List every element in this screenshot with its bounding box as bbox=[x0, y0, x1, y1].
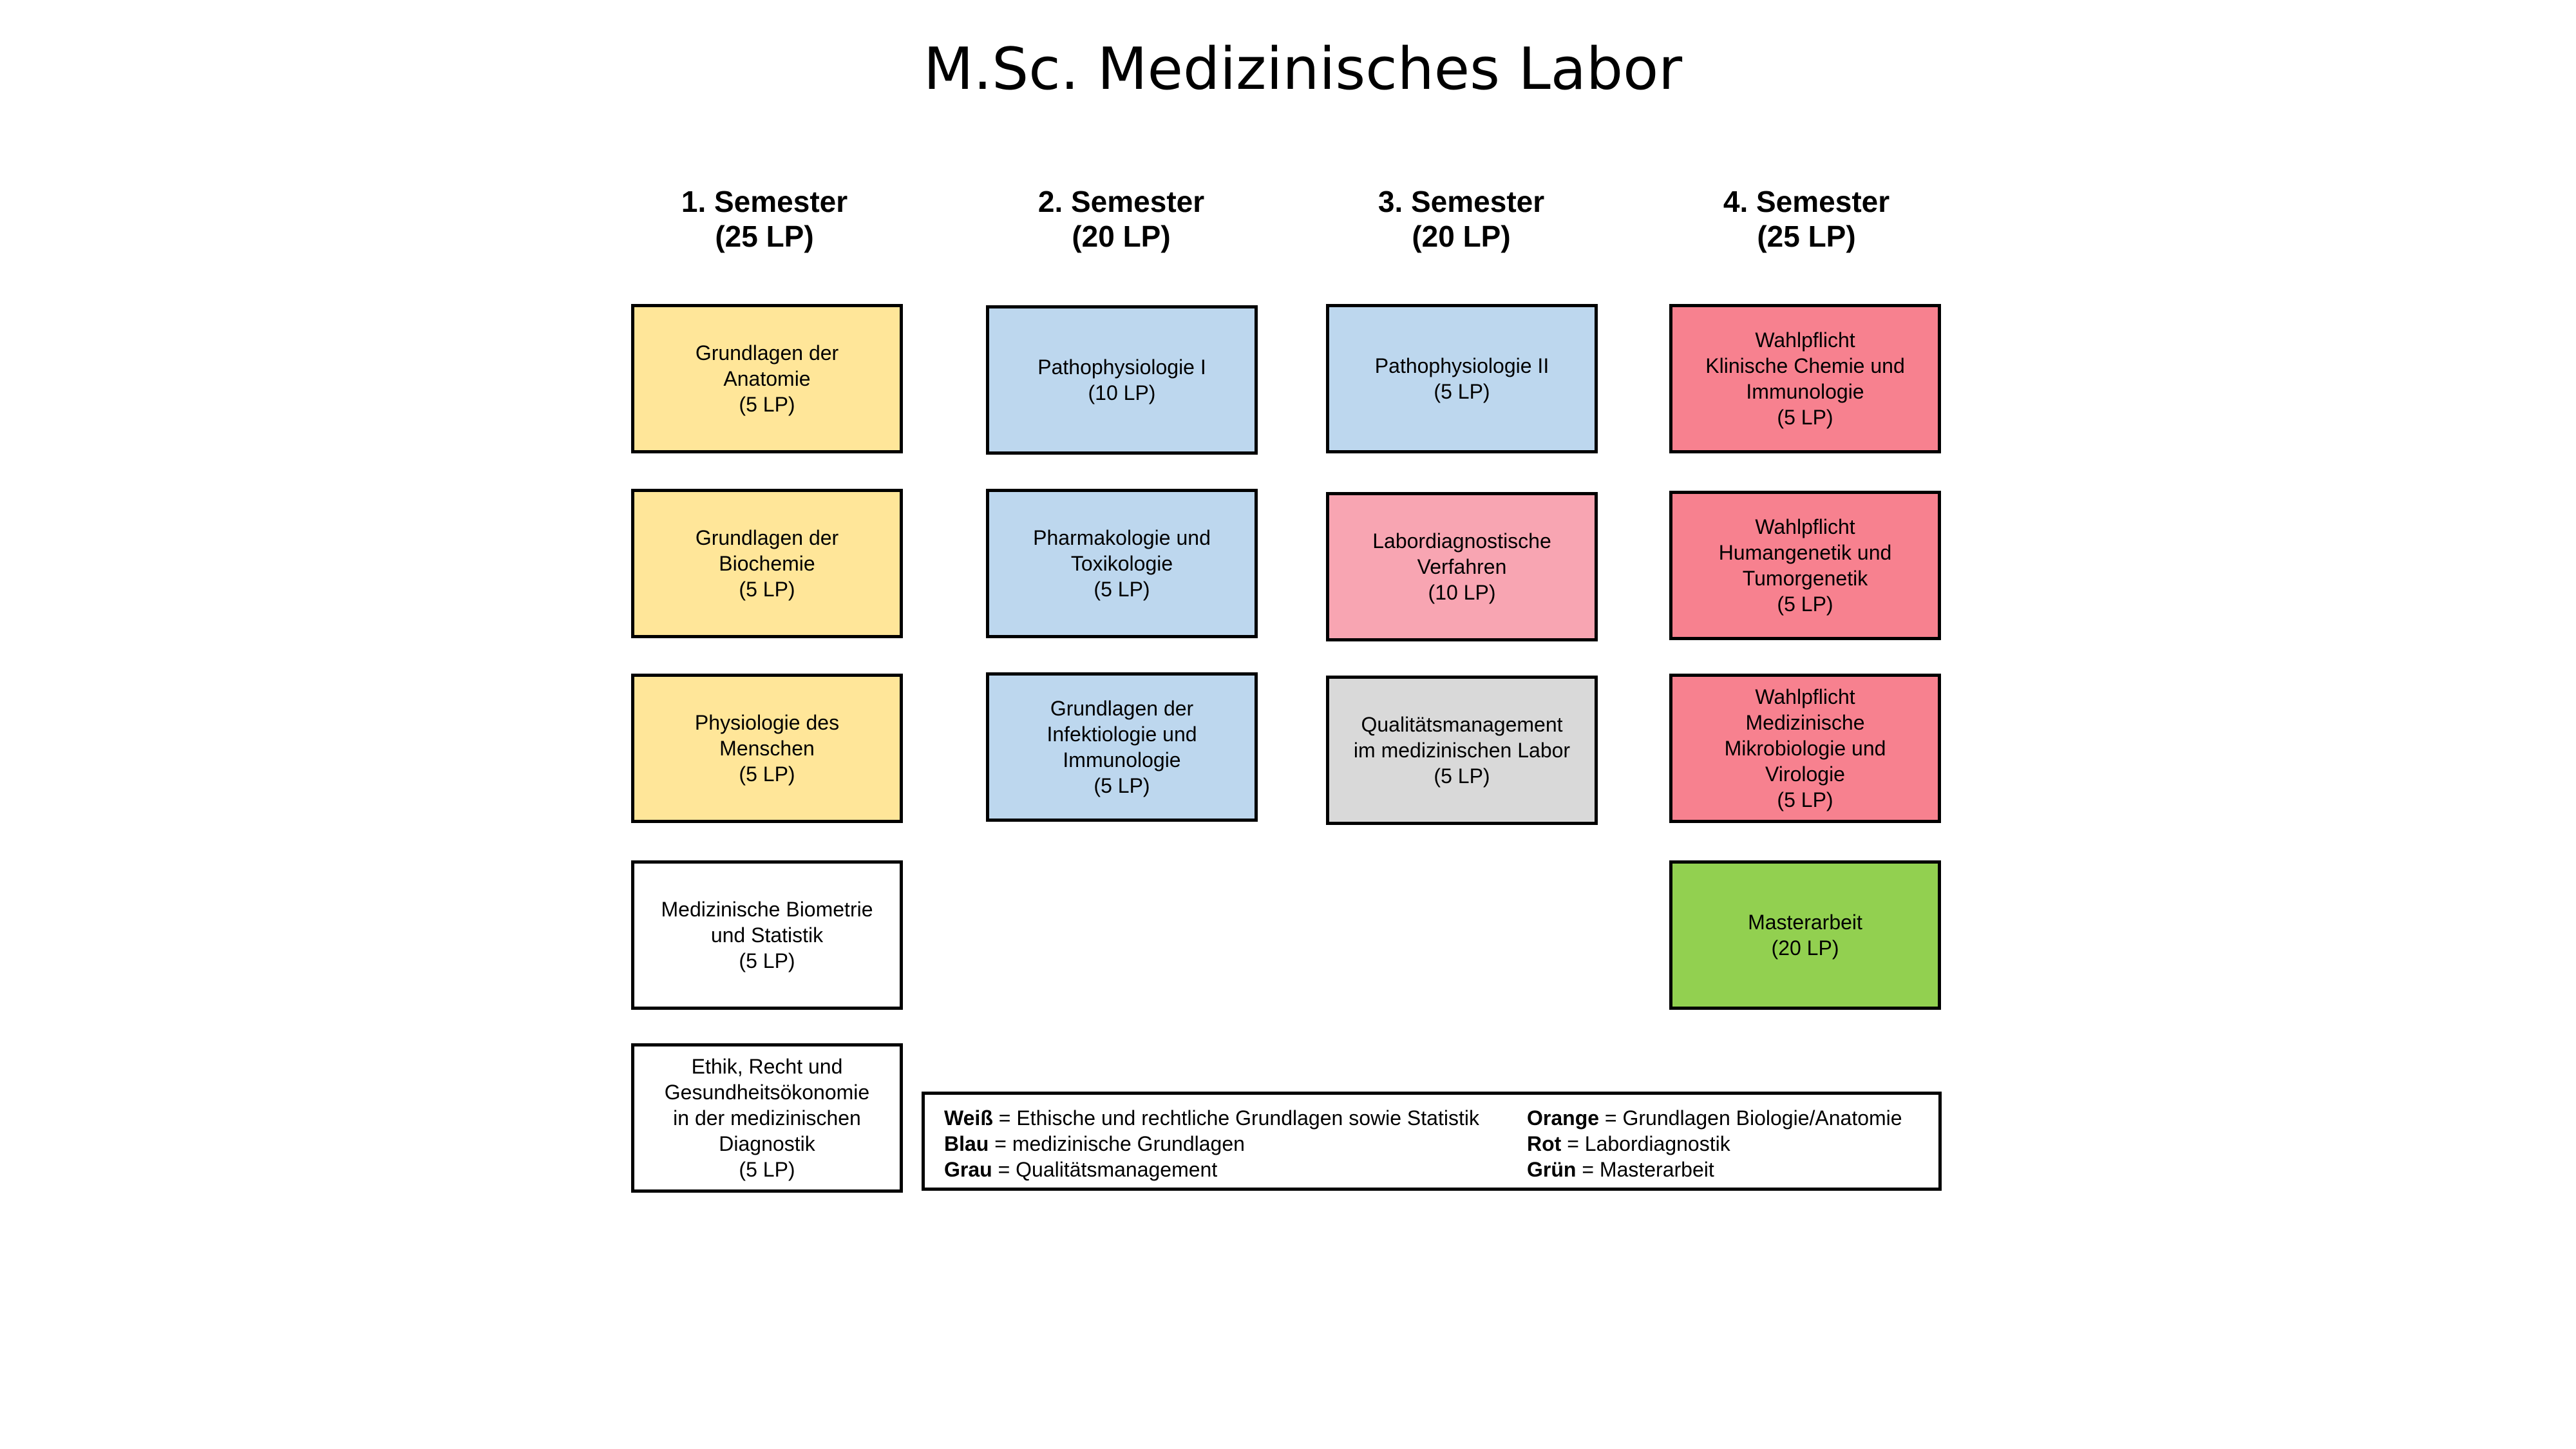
legend-desc: = Ethische und rechtliche Grundlagen sow… bbox=[992, 1106, 1479, 1130]
semester-label: 1. Semester bbox=[681, 185, 848, 218]
legend-key: Grün bbox=[1527, 1158, 1577, 1181]
legend-key: Weiß bbox=[944, 1106, 993, 1130]
semester-credits: (20 LP) bbox=[1072, 220, 1171, 253]
module-box: Pathophysiologie I (10 LP) bbox=[986, 305, 1258, 455]
legend-desc: = medizinische Grundlagen bbox=[989, 1132, 1245, 1155]
legend-item: Grau = Qualitätsmanagement bbox=[944, 1157, 1217, 1182]
module-box: Physiologie des Menschen (5 LP) bbox=[631, 674, 903, 823]
semester-credits: (25 LP) bbox=[715, 220, 814, 253]
legend-key: Orange bbox=[1527, 1106, 1600, 1130]
module-box: Qualitätsmanagement im medizinischen Lab… bbox=[1326, 676, 1598, 825]
module-box: Pathophysiologie II (5 LP) bbox=[1326, 304, 1598, 453]
page-title: M.Sc. Medizinisches Labor bbox=[923, 35, 1683, 103]
legend-desc: = Masterarbeit bbox=[1576, 1158, 1714, 1181]
module-box: Grundlagen der Infektiologie und Immunol… bbox=[986, 672, 1258, 822]
module-box: Labordiagnostische Verfahren (10 LP) bbox=[1326, 492, 1598, 641]
module-box: Pharmakologie und Toxikologie (5 LP) bbox=[986, 489, 1258, 638]
legend-item: Weiß = Ethische und rechtliche Grundlage… bbox=[944, 1105, 1479, 1131]
module-box: Grundlagen der Biochemie (5 LP) bbox=[631, 489, 903, 638]
legend-key: Rot bbox=[1527, 1132, 1562, 1155]
semester-label: 3. Semester bbox=[1378, 185, 1545, 218]
module-box: Wahlpflicht Klinische Chemie und Immunol… bbox=[1669, 304, 1941, 453]
semester-header: 2. Semester(20 LP) bbox=[992, 184, 1250, 254]
semester-label: 2. Semester bbox=[1037, 185, 1205, 218]
legend-item: Rot = Labordiagnostik bbox=[1527, 1131, 1730, 1157]
semester-header: 4. Semester(25 LP) bbox=[1678, 184, 1935, 254]
semester-credits: (25 LP) bbox=[1757, 220, 1856, 253]
module-box: Ethik, Recht und Gesundheitsökonomie in … bbox=[631, 1043, 903, 1193]
module-box: Grundlagen der Anatomie (5 LP) bbox=[631, 304, 903, 453]
legend-desc: = Grundlagen Biologie/Anatomie bbox=[1599, 1106, 1902, 1130]
module-box: Medizinische Biometrie und Statistik (5 … bbox=[631, 860, 903, 1010]
legend-item: Orange = Grundlagen Biologie/Anatomie bbox=[1527, 1105, 1902, 1131]
legend-key: Grau bbox=[944, 1158, 992, 1181]
legend-desc: = Qualitätsmanagement bbox=[992, 1158, 1218, 1181]
module-box: Wahlpflicht Humangenetik und Tumorgeneti… bbox=[1669, 491, 1941, 640]
semester-label: 4. Semester bbox=[1723, 185, 1890, 218]
semester-credits: (20 LP) bbox=[1412, 220, 1511, 253]
legend-item: Grün = Masterarbeit bbox=[1527, 1157, 1714, 1182]
semester-header: 3. Semester(20 LP) bbox=[1332, 184, 1590, 254]
semester-header: 1. Semester(25 LP) bbox=[636, 184, 893, 254]
module-box: Masterarbeit (20 LP) bbox=[1669, 860, 1941, 1010]
legend-desc: = Labordiagnostik bbox=[1561, 1132, 1730, 1155]
legend-item: Blau = medizinische Grundlagen bbox=[944, 1131, 1245, 1157]
legend-key: Blau bbox=[944, 1132, 989, 1155]
module-box: Wahlpflicht Medizinische Mikrobiologie u… bbox=[1669, 674, 1941, 823]
color-legend: Weiß = Ethische und rechtliche Grundlage… bbox=[922, 1092, 1942, 1191]
